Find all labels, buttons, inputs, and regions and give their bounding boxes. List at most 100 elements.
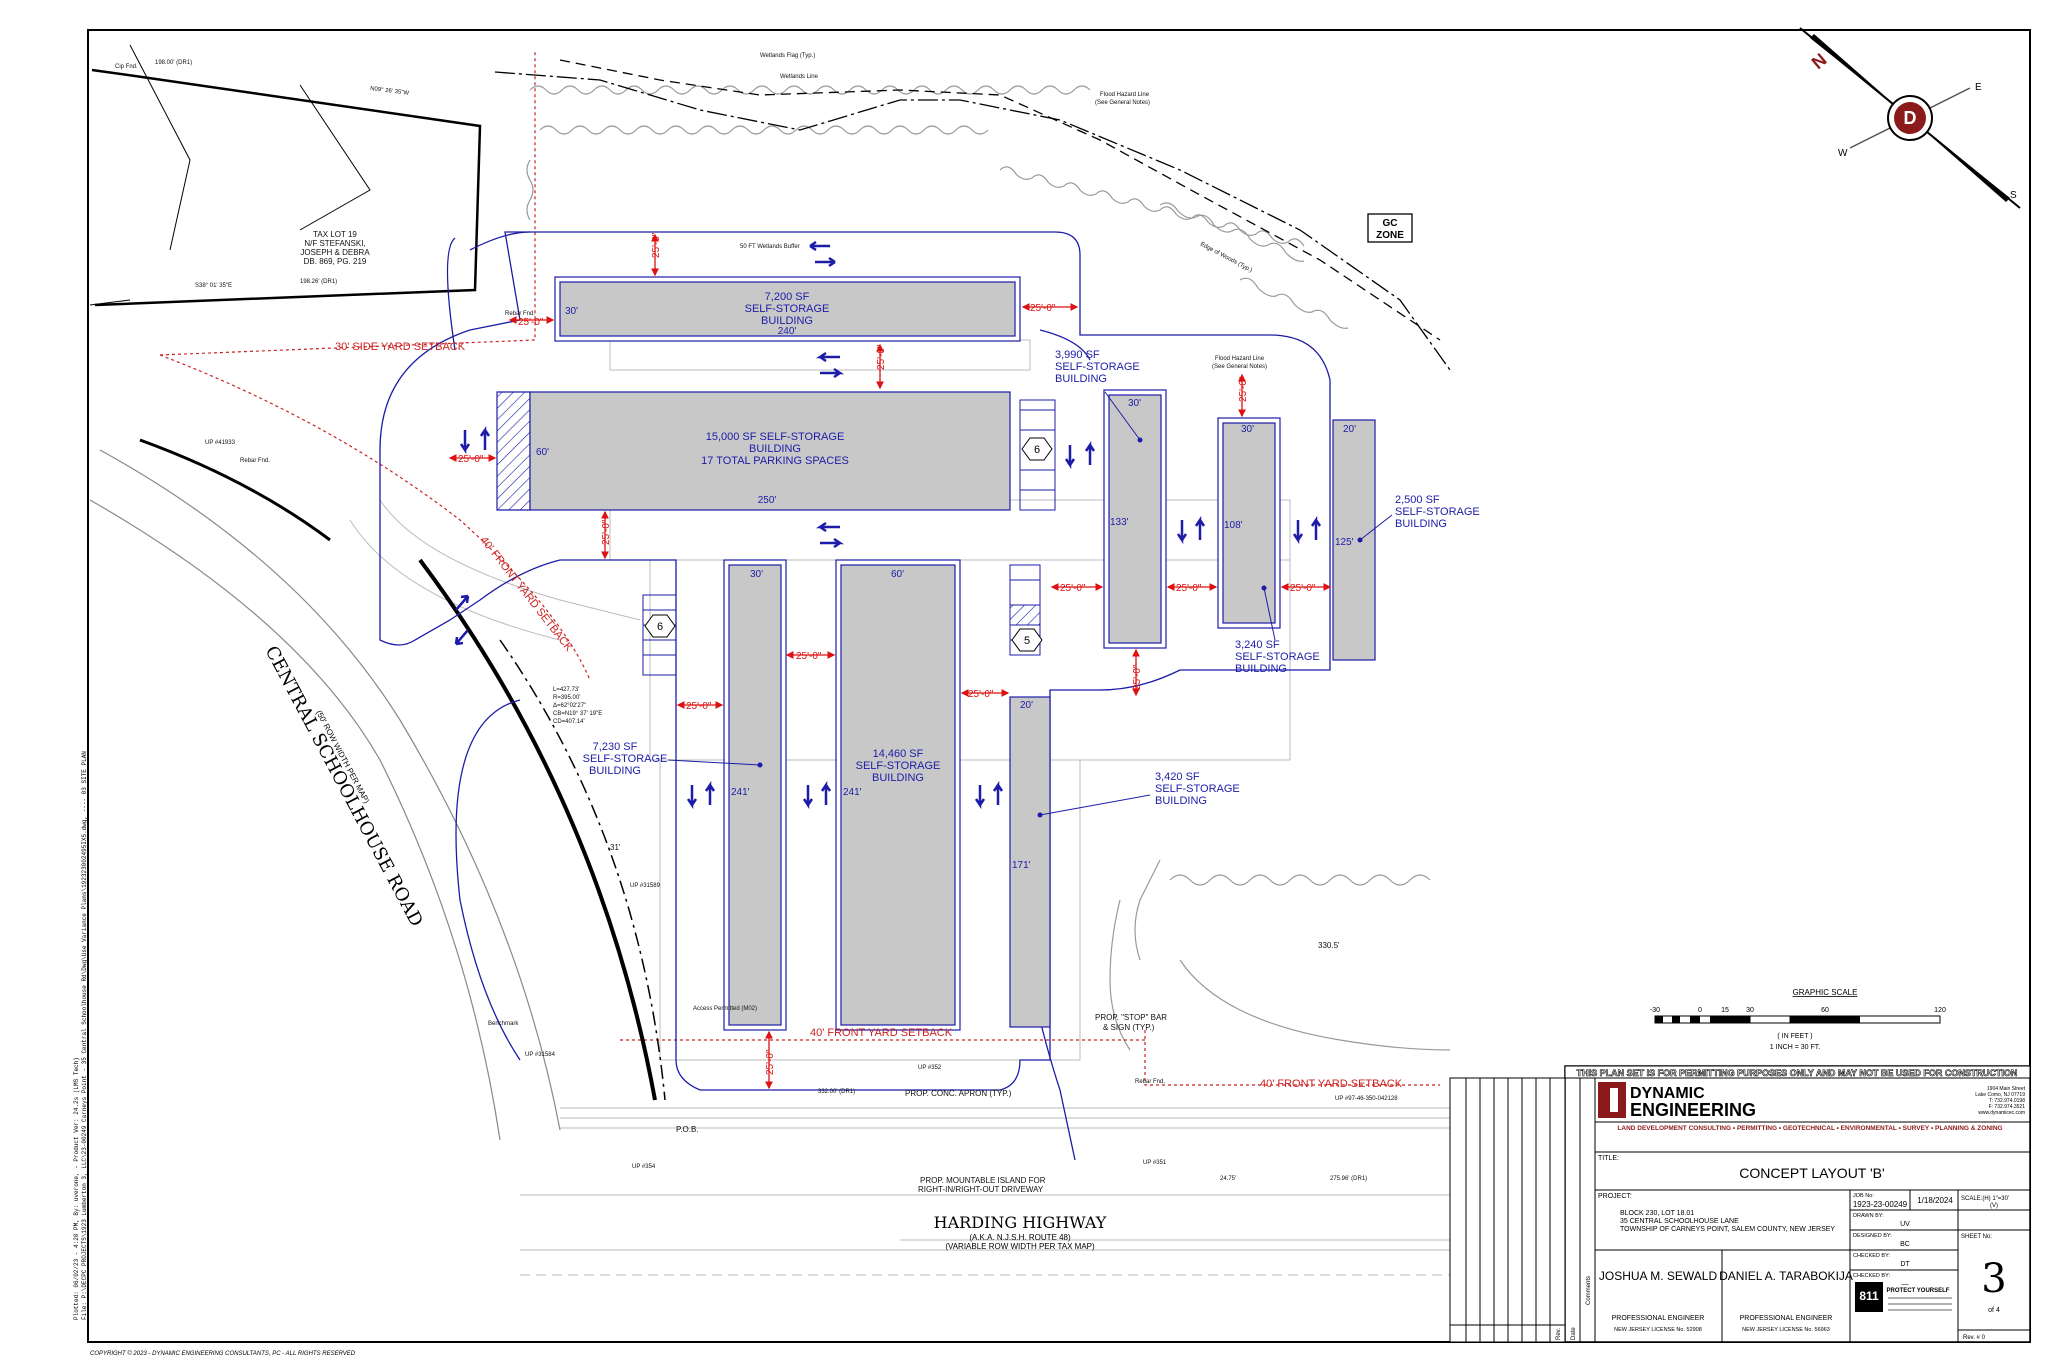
- curve-data-4: CB=N19° 37' 19"E: [553, 711, 602, 717]
- company-address-5: www.dynamicec.com: [1978, 1110, 2025, 1116]
- stop-bar-label: PROP. "STOP" BAR: [1095, 1013, 1167, 1022]
- scale-tick-2: 0: [1698, 1007, 1702, 1014]
- dim-label: 25'-0": [968, 689, 994, 700]
- up-5: UP #351: [1143, 1160, 1167, 1166]
- building-4-width: 30': [1241, 424, 1254, 435]
- dim-label: 25'-0": [686, 701, 712, 712]
- building-5: 20' 125' 2,500 SF SELF-STORAGE BUILDING: [1332, 419, 1480, 661]
- scale-tick-6: 120: [1934, 1007, 1946, 1014]
- sheet-of: of 4: [1988, 1307, 2000, 1314]
- property-line: [494, 59, 1451, 371]
- permit-warning: THIS PLAN SET IS FOR PERMITTING PURPOSES…: [1577, 1068, 2018, 1078]
- drawn-value: UV: [1900, 1221, 1910, 1228]
- rev-col-date: Date: [1571, 1327, 1577, 1340]
- building-4-length: 108': [1224, 520, 1243, 531]
- project-line-1: BLOCK 230, LOT 18.01: [1620, 1210, 1694, 1217]
- building-5-word: BUILDING: [1395, 518, 1447, 530]
- edge-of-woods-lines: [526, 85, 1451, 1051]
- existing-features: [349, 339, 1450, 1276]
- north-arrow-icon: D N E S W: [1799, 27, 2021, 209]
- building-4-sf: 3,240 SF: [1235, 639, 1280, 651]
- rebar-label-2: Rebar Fnd.: [240, 458, 270, 464]
- scale-label: SCALE:(H) 1"=30': [1961, 1196, 2009, 1202]
- scale-ratio: 1 INCH = 30 FT.: [1770, 1044, 1820, 1051]
- checked-label-2: CHECKED BY:: [1853, 1273, 1890, 1279]
- road-edge: [89, 438, 666, 1141]
- building-1-word: BUILDING: [761, 315, 813, 327]
- building-3-word: BUILDING: [1055, 373, 1107, 385]
- file-note: File: P:\DECPC PROJECTS\1923 Lumberton 3…: [81, 751, 88, 1320]
- parking-count-3: 5: [1024, 635, 1030, 647]
- curve-data-2: R=395.00': [553, 695, 580, 701]
- building-2: 15,000 SF SELF-STORAGE BUILDING 17 TOTAL…: [496, 391, 1056, 511]
- building-7-length: 241': [843, 787, 862, 798]
- dim-label: 25'-0": [1060, 583, 1086, 594]
- parking-count-1: 6: [1034, 444, 1040, 456]
- building-8: 20' 171' 3,420 SF SELF-STORAGE BUILDING: [1009, 696, 1240, 1028]
- project-label: PROJECT:: [1598, 1193, 1632, 1200]
- stop-sign-label: & SIGN (TYP.): [1103, 1023, 1155, 1032]
- building-8-sf: 3,420 SF: [1155, 771, 1200, 783]
- gc-zone-line-1: GC: [1383, 218, 1398, 229]
- protect-yourself: PROTECT YOURSELF: [1887, 1288, 1950, 1294]
- rev-col-comments: Comments: [1586, 1276, 1592, 1305]
- building-1-sf: 7,200 SF: [765, 291, 810, 303]
- edge-woods-label: Edge of Woods (Typ.): [1199, 241, 1253, 273]
- dist-6: 24.75': [1220, 1176, 1236, 1182]
- up-4: UP #354: [632, 1164, 656, 1170]
- building-7-width: 60': [891, 569, 904, 580]
- sheet-no-label: SHEET No:: [1961, 1234, 1992, 1240]
- sheet-border: [87, 29, 2031, 1343]
- engineer-2-license: NEW JERSEY LICENSE No. 56963: [1742, 1327, 1830, 1333]
- scale-title: GRAPHIC SCALE: [1793, 988, 1858, 997]
- scale-unit: ( IN FEET ): [1777, 1033, 1812, 1040]
- benchmark-label: Benchmark: [488, 1021, 519, 1027]
- building-3-length: 133': [1110, 517, 1129, 528]
- sheet-title: CONCEPT LAYOUT 'B': [1739, 1165, 1884, 1181]
- island-label-2: RIGHT-IN/RIGHT-OUT DRIVEWAY: [918, 1185, 1044, 1194]
- building-4-type: SELF-STORAGE: [1235, 651, 1320, 663]
- company-services: LAND DEVELOPMENT CONSULTING • PERMITTING…: [1617, 1125, 2002, 1132]
- dist-7: 31': [610, 843, 621, 852]
- scale-tick-5: 60: [1821, 1007, 1829, 1014]
- company-address-2: Lake Como, NJ 07719: [1975, 1092, 2025, 1098]
- project-line-2: 35 CENTRAL SCHOOLHOUSE LANE: [1620, 1218, 1739, 1225]
- up-1: UP #41933: [205, 440, 236, 446]
- dim-label: 25'-0": [518, 317, 544, 328]
- dist-2: 198.26' (DR1): [300, 279, 337, 285]
- dist-4: 330.5': [1318, 941, 1340, 950]
- wetlands-line-label: Wetlands Line: [780, 74, 819, 80]
- pob-label: P.O.B.: [676, 1125, 699, 1134]
- building-6-length: 241': [731, 787, 750, 798]
- flood-note-label: (See General Notes): [1095, 100, 1150, 106]
- revision-number: Rev. # 0: [1963, 1335, 1986, 1341]
- drawn-label: DRAWN BY:: [1853, 1213, 1884, 1219]
- parking-count-markers: 6 6 5: [644, 437, 1053, 652]
- dist-1: 198.00' (DR1): [155, 60, 192, 66]
- dim-label: 25'-0": [1132, 664, 1143, 690]
- gc-zone-label: GC ZONE: [1367, 213, 1413, 243]
- scale-tick-4: 30: [1746, 1007, 1754, 1014]
- flood-note-label-2: (See General Notes): [1212, 364, 1267, 370]
- up-2: UP #31589: [630, 883, 661, 889]
- curve-data-3: Δ=62°02'27": [553, 703, 586, 709]
- building-6-width: 30': [750, 569, 763, 580]
- building-7: 60' 241' 14,460 SF SELF-STORAGE BUILDING: [835, 559, 961, 1031]
- island-label-1: PROP. MOUNTABLE ISLAND FOR: [920, 1176, 1046, 1185]
- north-arrow-w: W: [1838, 148, 1848, 159]
- building-3-sf: 3,990 SF: [1055, 349, 1100, 361]
- dim-label: 25'-0": [796, 651, 822, 662]
- tax-lot-line-2: N/F STEFANSKI,: [304, 239, 365, 248]
- scale-v-label: (V): [1990, 1203, 1998, 1209]
- front-yard-setback-label-1: 40' FRONT YARD SETBACK: [478, 534, 575, 654]
- graphic-scale: GRAPHIC SCALE -30 0 15 30 60 120 ( IN FE…: [1650, 988, 1946, 1051]
- building-1-length: 240': [778, 326, 797, 337]
- copyright: COPYRIGHT © 2023 - DYNAMIC ENGINEERING C…: [90, 1350, 356, 1357]
- rebar-label: Rebar Fnd.: [505, 311, 535, 317]
- building-5-sf: 2,500 SF: [1395, 494, 1440, 506]
- dimension-labels: 25'-0" 25'-0" 25'-0" 25'-0" 25'-0" 25'-0…: [458, 232, 1316, 1075]
- engineer-2-title: PROFESSIONAL ENGINEER: [1740, 1315, 1833, 1322]
- gc-zone-line-2: ZONE: [1376, 230, 1404, 241]
- building-5-type: SELF-STORAGE: [1395, 506, 1480, 518]
